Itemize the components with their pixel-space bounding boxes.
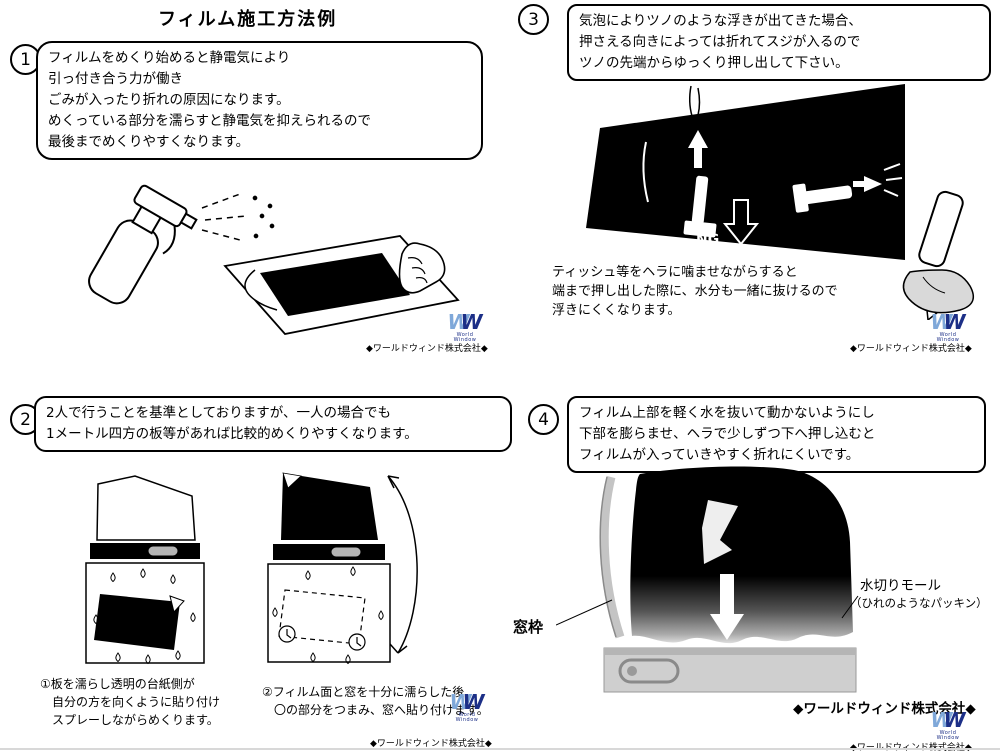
ww-logo-letters: WW xyxy=(930,310,966,334)
hand-icon xyxy=(398,242,446,294)
squeegee-fold xyxy=(702,500,738,564)
spray-mist xyxy=(201,193,275,241)
company-name: ◆ワールドウィンド株式会社◆ xyxy=(366,344,488,354)
film-board xyxy=(94,594,185,650)
company-name: ◆ワールドウィンド株式会社◆ xyxy=(370,739,492,749)
film-outline-dashed xyxy=(278,589,366,651)
section-2-instructions: 2人で行うことを基準としておりますが、一人の場合でも 1メートル四方の板等があれ… xyxy=(34,396,512,452)
squeegee-right-icon xyxy=(792,163,903,213)
flip-arrow xyxy=(387,475,418,654)
ww-logo-letters: WW xyxy=(447,310,483,334)
squeegee-up-icon xyxy=(683,130,717,238)
ww-logo-subtitle: World Window xyxy=(936,730,960,741)
door-body xyxy=(603,647,857,693)
label-pointer-lines xyxy=(556,595,859,626)
section-2-step1-illustration xyxy=(85,475,205,664)
section-4-instructions: フィルム上部を軽く水を抜いて動かないようにし 下部を膨らませ、ヘラで少しずつ下へ… xyxy=(567,396,986,473)
page-title: フィルム施工方法例 xyxy=(158,9,338,30)
section-3-number: 3 xyxy=(518,4,549,35)
molding-sublabel: （ひれのようなパッキン） xyxy=(850,596,988,610)
squeegee-with-tissue-icon xyxy=(902,190,975,320)
company-name: ◆ワールドウィンド株式会社◆ xyxy=(850,344,972,354)
section-3-note: ティッシュ等をヘラに噛ませながらすると 端まで押し出した際に、水分も一緒に抜ける… xyxy=(552,265,838,318)
company-name-bold: ◆ワールドウィンド株式会社◆ xyxy=(793,701,976,717)
window-frame xyxy=(599,475,625,639)
ng-label: NG xyxy=(696,232,719,248)
ww-logo-subtitle: World Window xyxy=(453,332,477,343)
worldwind-logo: WW World Window xyxy=(447,692,487,723)
door-handle xyxy=(330,546,362,558)
section-2-caption-1: ①板を濡らし透明の台紙側が 自分の方を向くように貼り付け スプレーしながらめくり… xyxy=(40,677,221,727)
film-on-glass xyxy=(630,466,853,644)
worldwind-logo: WW World Window xyxy=(928,710,968,741)
tinted-window xyxy=(586,84,905,260)
door-handle xyxy=(618,658,680,684)
window-frame-label: 窓枠 xyxy=(513,618,544,636)
section-1-instructions: フィルムをめくり始めると静電気により 引っ付き合う力が働き ごみが入ったり折れの… xyxy=(36,41,483,160)
film-sheet xyxy=(223,235,460,335)
ng-arrow: NG xyxy=(696,199,760,248)
door-window-filmed xyxy=(267,472,391,663)
section-4-illustration xyxy=(556,466,859,693)
section-1-illustration xyxy=(88,184,460,335)
ww-logo-subtitle: World Window xyxy=(455,712,479,723)
section-2-step2-illustration xyxy=(267,472,418,664)
section-3-illustration: NG xyxy=(586,84,975,320)
push-down-arrow xyxy=(710,574,744,640)
section-1-number: 1 xyxy=(10,44,41,75)
ww-logo-letters: WW xyxy=(449,690,485,714)
section-4-number: 4 xyxy=(528,404,559,435)
door-handle xyxy=(147,545,179,557)
page-bottom-edge xyxy=(0,748,1000,750)
worldwind-logo: WW World Window xyxy=(445,312,485,343)
company-name: ◆ワールドウィンド株式会社◆ xyxy=(850,740,972,752)
worldwind-logo: WW World Window xyxy=(928,312,968,343)
door-window-empty xyxy=(85,475,205,664)
molding-label: 水切りモール xyxy=(860,578,941,594)
ww-logo-letters: WW xyxy=(930,708,966,732)
ww-logo-subtitle: World Window xyxy=(936,332,960,343)
section-2-caption-2: ②フィルム面と窓を十分に濡らした後 〇の部分をつまみ、窓へ貼り付けます。 xyxy=(262,685,489,717)
spray-bottle-icon xyxy=(88,184,198,305)
section-3-instructions: 気泡によりツノのような浮きが出てきた場合、 押さえる向きによっては折れてスジが入… xyxy=(567,4,991,81)
